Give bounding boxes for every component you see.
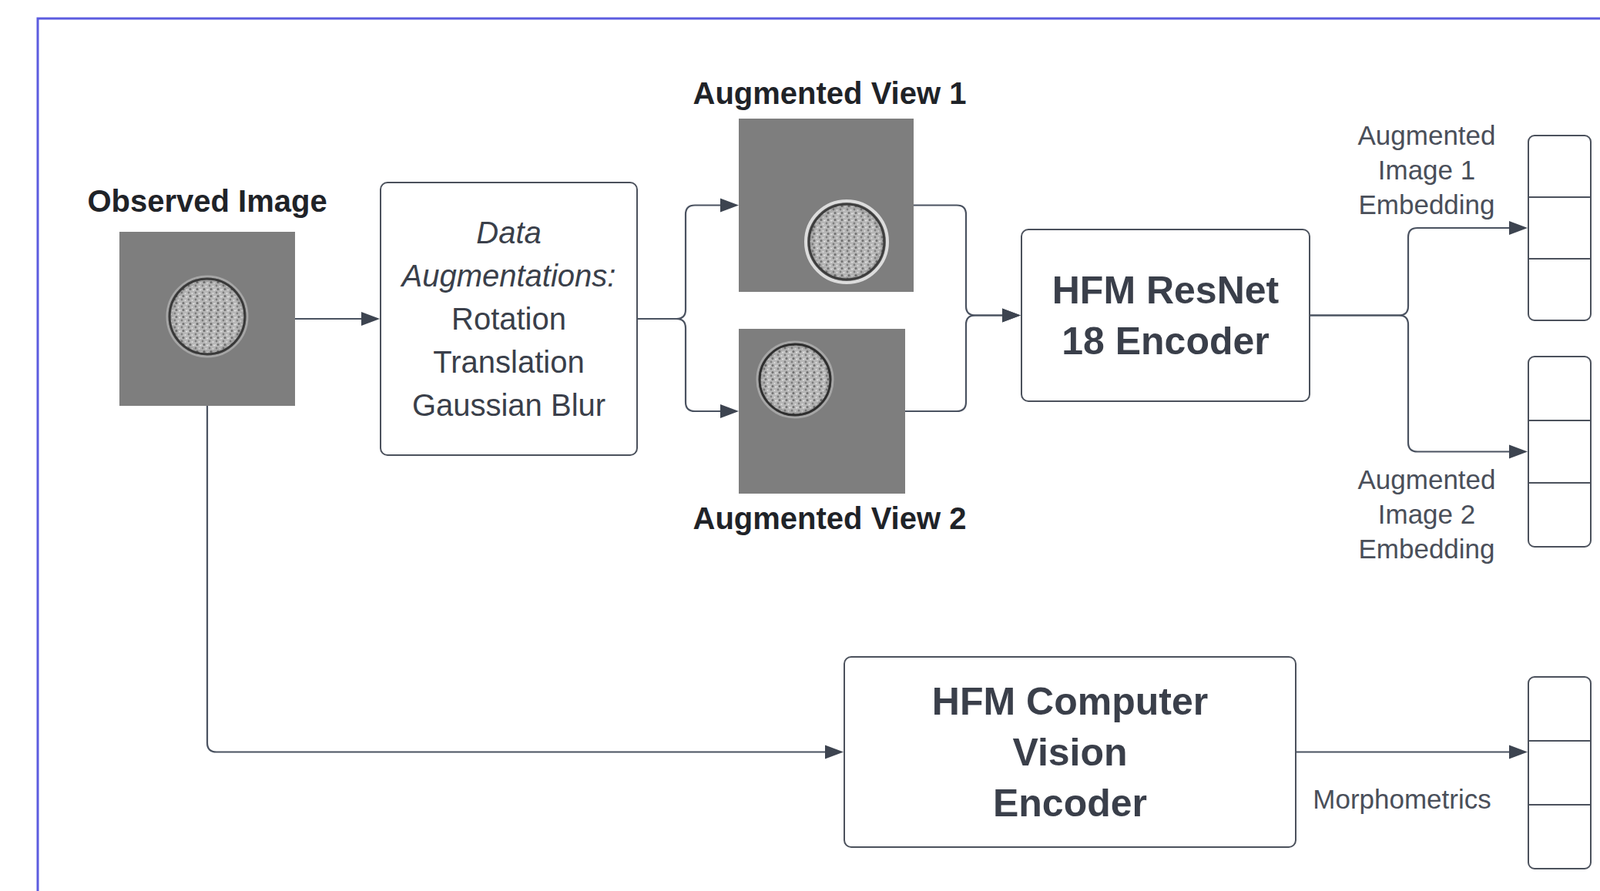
- connector-line: [207, 405, 827, 753]
- node-label: Augmented View 1: [693, 73, 967, 113]
- flow-arrow: [1296, 745, 1528, 760]
- node-label: Augmented View 2: [693, 499, 967, 538]
- connector-line: [295, 318, 363, 320]
- flow-arrow: [637, 198, 739, 320]
- connector-line: [1310, 315, 1511, 453]
- vector-cell-divider: [1529, 419, 1590, 422]
- node-text: Rotation Translation Gaussian Blur: [389, 297, 629, 427]
- vector-cell-divider: [1529, 740, 1590, 742]
- node-text: Data Augmentations:: [389, 211, 629, 298]
- flow-arrow: [1310, 315, 1528, 460]
- flow-arrow: [905, 308, 1021, 413]
- arrowhead: [720, 404, 739, 419]
- flow-arrow: [637, 318, 739, 419]
- process-box: Data Augmentations:Rotation Translation …: [379, 181, 638, 457]
- vector-cell-divider: [1529, 804, 1590, 806]
- image-node: Observed Image: [119, 231, 296, 406]
- node-label: Morphometrics: [1312, 782, 1491, 817]
- embedding-vector: Augmented Image 2 Embedding: [1527, 355, 1592, 548]
- arrowhead: [825, 745, 844, 760]
- arrowhead: [1002, 308, 1021, 323]
- feature-vector: Morphometrics: [1527, 676, 1592, 870]
- flow-arrow: [295, 311, 380, 326]
- connector-line: [913, 205, 1004, 316]
- image-node: Augmented View 1: [738, 118, 914, 292]
- vector-cell-divider: [1529, 482, 1590, 484]
- embedding-vector: Augmented Image 1 Embedding: [1527, 134, 1592, 322]
- connector-line: [1296, 751, 1511, 753]
- connector-line: [637, 205, 722, 320]
- flow-arrow: [1310, 221, 1528, 316]
- arrowhead: [1509, 745, 1528, 760]
- frame-border: [37, 18, 1600, 891]
- vector-cell-divider: [1529, 258, 1590, 260]
- node-text: HFM ResNet 18 Encoder: [1036, 264, 1295, 367]
- node-label: Observed Image: [87, 181, 327, 221]
- arrowhead: [1509, 445, 1528, 460]
- connector-line: [637, 318, 722, 412]
- flow-arrow: [207, 405, 844, 760]
- cell-image: [738, 328, 906, 494]
- arrowhead: [1509, 221, 1528, 235]
- image-node: Augmented View 2: [738, 328, 906, 494]
- arrowhead: [1002, 308, 1021, 323]
- encoder-box: HFM ResNet 18 Encoder: [1020, 228, 1311, 403]
- arrowhead: [720, 198, 739, 213]
- node-text: HFM Computer Vision Encoder: [931, 676, 1210, 829]
- cell-image: [738, 118, 914, 292]
- connector-line: [905, 315, 1004, 413]
- flow-arrow: [913, 205, 1021, 323]
- arrowhead: [361, 311, 380, 326]
- node-label: Augmented Image 1 Embedding: [1349, 117, 1504, 222]
- cell-image: [119, 231, 296, 406]
- encoder-box: HFM Computer Vision Encoder: [843, 656, 1297, 849]
- connector-line: [1310, 228, 1511, 316]
- node-label: Augmented Image 2 Embedding: [1349, 462, 1504, 567]
- vector-cell-divider: [1529, 196, 1590, 198]
